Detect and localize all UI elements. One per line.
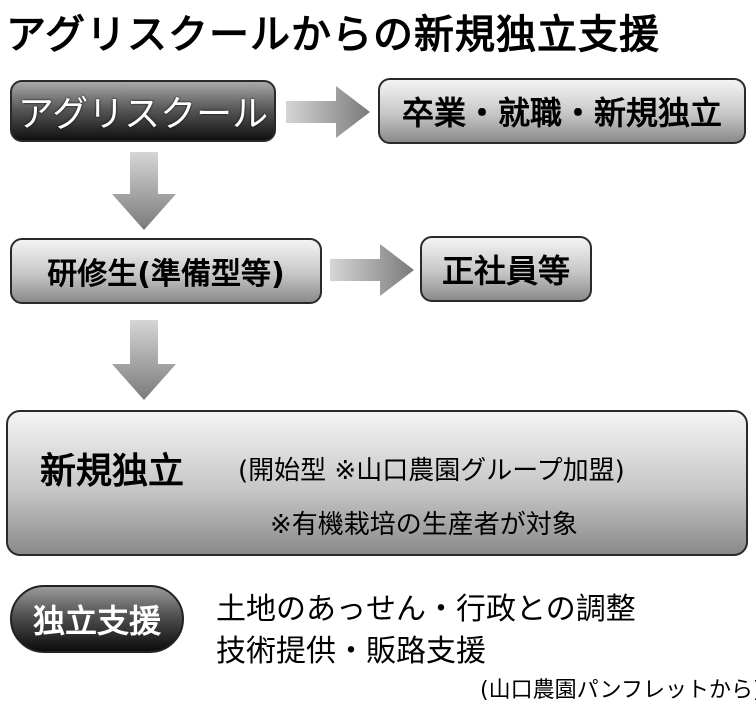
support-badge: 独立支援 <box>10 585 184 653</box>
node-graduation-label: 卒業・就職・新規独立 <box>401 94 722 132</box>
node-regular-staff-label: 正社員等 <box>441 252 570 290</box>
node-trainee-label: 研修生(準備型等) <box>47 257 285 292</box>
node-trainee: 研修生(準備型等) <box>10 238 322 304</box>
page-title: アグリスクールからの新規独立支援 <box>6 12 660 58</box>
node-regular-staff: 正社員等 <box>420 236 592 302</box>
arrow-down-2 <box>112 320 176 400</box>
node-agri-school-label: アグリスクール <box>17 94 269 135</box>
node-independence-note-1: (開始型 ※山口農園グループ加盟) <box>238 456 625 486</box>
arrow-right-1 <box>286 86 370 138</box>
node-independence-title: 新規独立 <box>40 451 185 492</box>
arrow-right-2 <box>330 244 414 296</box>
support-line-1: 土地のあっせん・行政との調整 <box>216 592 636 627</box>
node-independence-note-2: ※有機栽培の生産者が対象 <box>270 510 578 540</box>
node-agri-school: アグリスクール <box>10 80 276 142</box>
source-note: (山口農園パンフレットから) <box>480 678 756 703</box>
support-badge-label: 独立支援 <box>32 602 161 640</box>
support-line-2: 技術提供・販路支援 <box>216 634 486 669</box>
node-independence: 新規独立 (開始型 ※山口農園グループ加盟) ※有機栽培の生産者が対象 <box>6 410 748 556</box>
node-graduation: 卒業・就職・新規独立 <box>378 78 746 144</box>
arrow-down-1 <box>112 152 176 230</box>
